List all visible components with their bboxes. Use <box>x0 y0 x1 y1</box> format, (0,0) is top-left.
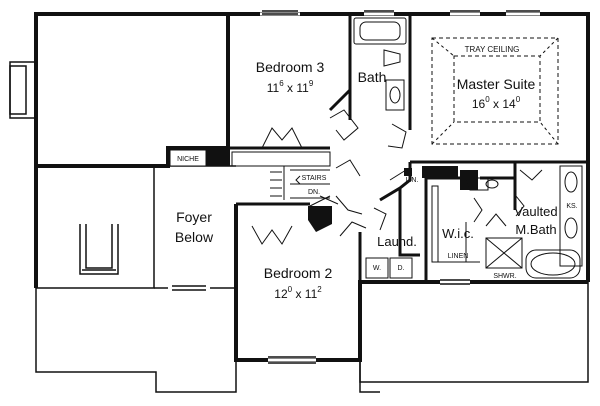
tray-ceiling <box>431 37 559 145</box>
washer-label: W. <box>373 265 381 272</box>
dn-label: DN. <box>308 189 320 196</box>
niche-box <box>169 149 207 167</box>
linen-label: LINEN <box>448 253 469 260</box>
room-labels: Bedroom 3 116 x 119 Bath TRAY CEILING Ma… <box>175 45 558 301</box>
shwr-label: SHWR. <box>493 273 516 280</box>
foyer-name-line1: Foyer <box>176 209 212 225</box>
master-suite-name: Master Suite <box>457 76 536 92</box>
laundry-fixtures <box>365 257 413 279</box>
small-labels: NICHE STAIRS DN. LIN. LINEN SHWR. KS. W.… <box>177 156 578 280</box>
bedroom2-dims: 120 x 112 <box>274 285 322 301</box>
foyer-name-line2: Below <box>175 229 214 245</box>
solid-walls <box>206 150 478 232</box>
bath-name: Bath <box>358 69 387 85</box>
mbath-fixtures <box>431 165 583 279</box>
dryer-label: D. <box>398 265 405 272</box>
mbath-name-line2: M.Bath <box>515 222 556 237</box>
niche-label: NICHE <box>177 156 199 163</box>
tray-ceiling-label: TRAY CEILING <box>465 45 520 54</box>
bedroom3-name: Bedroom 3 <box>256 59 325 75</box>
bedroom2-name: Bedroom 2 <box>264 265 333 281</box>
master-suite-dims: 160 x 140 <box>472 95 521 111</box>
thin-walls <box>9 10 589 393</box>
mbath-name-line1: Vaulted <box>514 204 557 219</box>
wic-name: W.i.c. <box>442 226 474 241</box>
bedroom3-dims: 116 x 119 <box>267 79 314 95</box>
ks-label: KS. <box>566 203 577 210</box>
stairs <box>231 151 331 200</box>
lin-label: LIN. <box>406 177 419 184</box>
laundry-name: Laund. <box>377 234 417 249</box>
stairs-label: STAIRS <box>302 175 327 182</box>
bath-fixtures <box>353 17 407 111</box>
